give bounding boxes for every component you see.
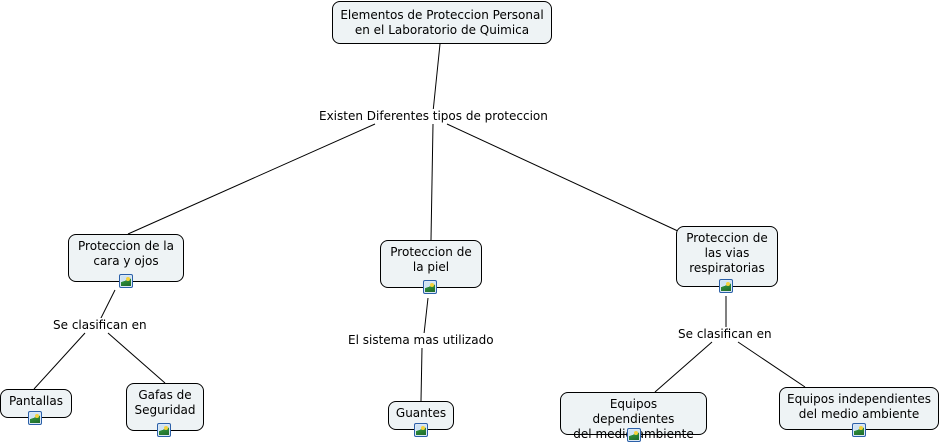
concept-piel-label: Proteccion de la piel xyxy=(390,245,472,274)
concept-cara-ojos-label: Proteccion de la cara y ojos xyxy=(78,239,174,268)
concept-guantes-label: Guantes xyxy=(395,406,447,420)
image-icon[interactable] xyxy=(28,411,42,425)
link-label-to-dependientes xyxy=(654,341,713,393)
image-icon[interactable] xyxy=(719,279,733,293)
link-cara-to-label xyxy=(99,289,116,321)
root-concept-label: Elementos de Proteccion Personal en el L… xyxy=(340,8,544,37)
link-label-cara: Se clasifican en xyxy=(51,318,149,332)
image-icon[interactable] xyxy=(627,428,641,442)
link-label-to-cara xyxy=(127,123,376,235)
concept-vias-respiratorias[interactable]: Proteccion de las vias respiratorias xyxy=(676,226,778,287)
concept-gafas-label: Gafas de Seguridad xyxy=(134,388,196,417)
image-icon[interactable] xyxy=(157,423,171,437)
link-label-to-piel xyxy=(430,123,434,241)
concept-piel[interactable]: Proteccion de la piel xyxy=(380,240,482,288)
image-icon[interactable] xyxy=(423,280,437,294)
link-piel-to-label xyxy=(423,297,429,335)
link-label-to-vias xyxy=(446,123,681,233)
link-label-vias: Se clasifican en xyxy=(676,327,774,341)
image-icon[interactable] xyxy=(414,423,428,437)
link-label-to-gafas xyxy=(107,332,166,384)
link-root-to-label xyxy=(432,43,441,113)
root-concept[interactable]: Elementos de Proteccion Personal en el L… xyxy=(332,1,552,44)
link-label-root: Existen Diferentes tipos de proteccion xyxy=(317,109,550,123)
concept-cara-ojos[interactable]: Proteccion de la cara y ojos xyxy=(68,234,184,282)
concept-equipos-dependientes[interactable]: Equipos dependientes del medio ambiente xyxy=(560,392,707,441)
link-label-piel: El sistema mas utilizado xyxy=(346,333,496,347)
link-label-to-guantes xyxy=(420,347,423,402)
image-icon[interactable] xyxy=(119,274,133,288)
link-label-to-pantallas xyxy=(33,332,86,390)
concept-dependientes-label: Equipos dependientes del medio ambiente xyxy=(573,397,694,441)
concept-independientes-label: Equipos independientes del medio ambient… xyxy=(787,392,931,421)
concept-pantallas-label: Pantallas xyxy=(9,394,63,408)
concept-vias-label: Proteccion de las vias respiratorias xyxy=(686,231,768,275)
image-icon[interactable] xyxy=(852,423,866,437)
link-label-to-independientes xyxy=(737,341,806,388)
